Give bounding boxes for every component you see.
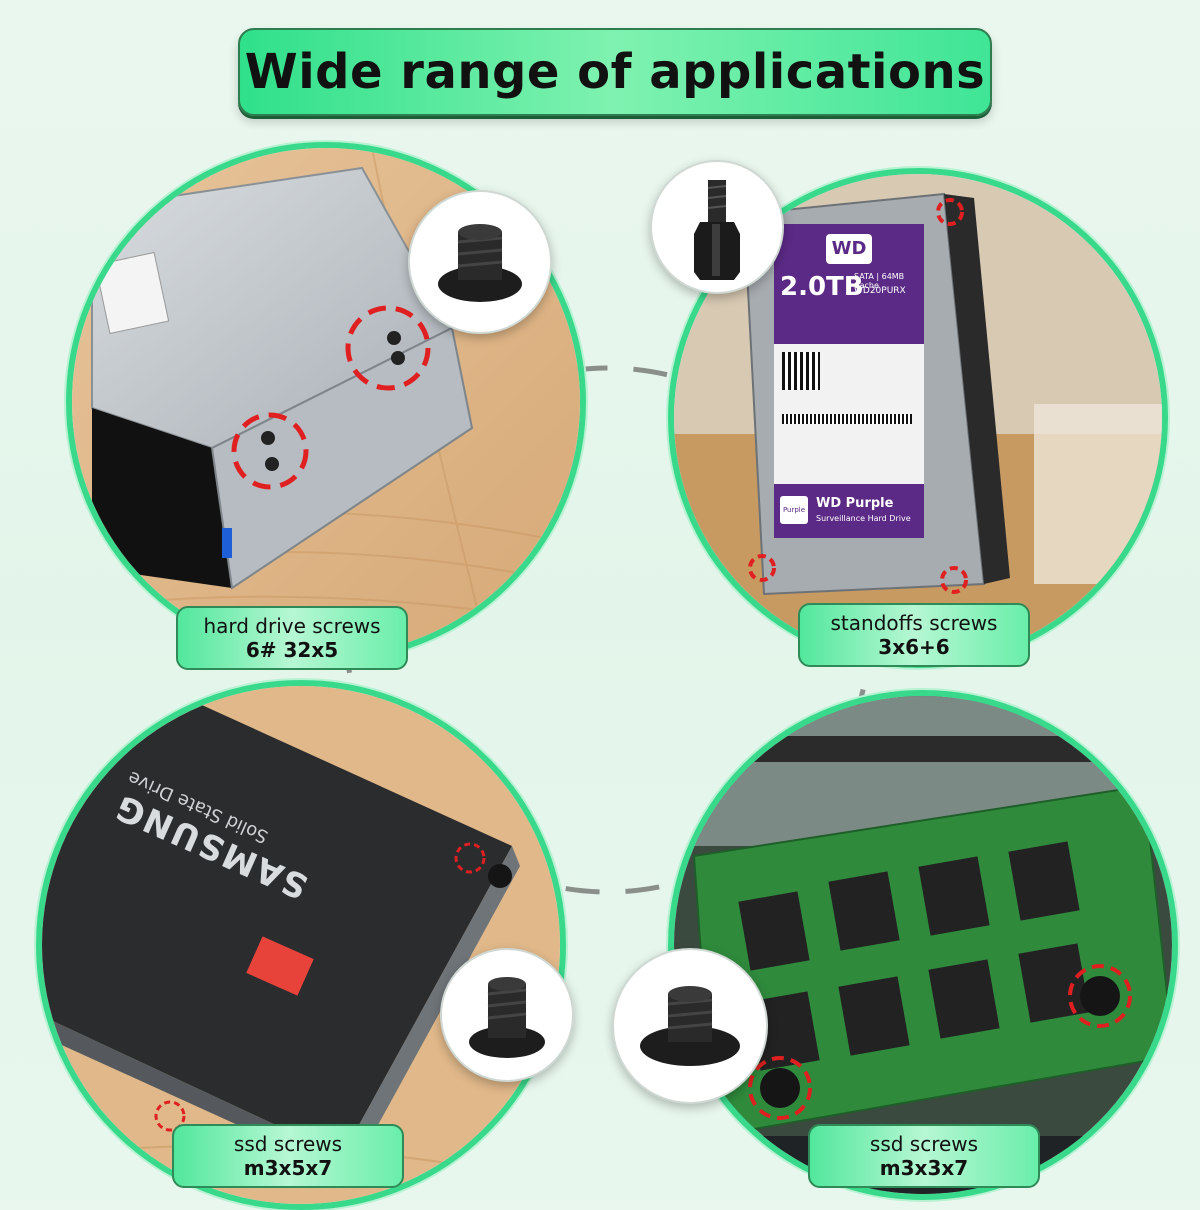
screw-inset-4: [612, 948, 768, 1104]
highlight-circle-icon: [748, 554, 776, 582]
screw-inset-3: [440, 948, 574, 1082]
hdd-product-sub: Surveillance Hard Drive: [816, 514, 911, 523]
hdd-product: WD Purple: [816, 496, 894, 511]
label-name: standoffs screws: [830, 611, 998, 635]
label-name: hard drive screws: [203, 614, 381, 638]
screw-icon: [640, 986, 740, 1066]
wd-product-band: Purple WD Purple Surveillance Hard Drive: [774, 484, 924, 538]
hdd-model: WD20PURX: [854, 286, 906, 296]
highlight-circle-icon: [345, 305, 431, 391]
screw-inset-1: [408, 190, 552, 334]
label-ssd-screws-m3x5x7: ssd screws m3x5x7: [172, 1124, 404, 1188]
ssd-red-label: [246, 936, 314, 996]
hdd-spec: SATA | 64MB Cache: [854, 272, 905, 290]
optical-drive-photo: [72, 148, 580, 656]
highlight-circle-icon: [154, 1100, 186, 1132]
ssd-photo: [42, 686, 560, 1204]
barcode: [782, 414, 912, 424]
panel-optical-drive: [66, 142, 586, 662]
label-standoffs-screws: standoffs screws 3x6+6: [798, 603, 1030, 667]
highlight-circle-icon: [936, 198, 964, 226]
label-size: 6# 32x5: [245, 638, 339, 662]
hdd-capacity: 2.0TB: [780, 272, 864, 302]
label-ssd-screws-m3x3x7: ssd screws m3x3x7: [808, 1124, 1040, 1188]
panel-hdd: WD 2.0TB SATA | 64MB Cache WD20PURX Purp…: [668, 168, 1168, 668]
hdd-barcode-area: [774, 344, 924, 484]
label-name: ssd screws: [233, 1132, 343, 1156]
panel-ssd: SAMSUNG Solid State Drive: [36, 680, 566, 1210]
screw-icon: [438, 224, 522, 302]
hdd-brand: WD: [826, 234, 872, 264]
purple-badge: Purple: [780, 496, 808, 524]
page-title: Wide range of applications: [244, 44, 986, 100]
label-size: 3x6+6: [878, 635, 950, 659]
label-size: m3x5x7: [243, 1156, 333, 1180]
label-hard-drive-screws: hard drive screws 6# 32x5: [176, 606, 408, 670]
label-size: m3x3x7: [879, 1156, 969, 1180]
wd-label-header: WD 2.0TB SATA | 64MB Cache WD20PURX: [774, 224, 924, 344]
highlight-circle-icon: [1068, 964, 1132, 1028]
title-banner: Wide range of applications: [238, 28, 992, 116]
highlight-circle-icon: [940, 566, 968, 594]
label-name: ssd screws: [869, 1132, 979, 1156]
standoff-icon: [694, 180, 740, 280]
highlight-circle-icon: [454, 842, 486, 874]
screw-icon: [469, 977, 545, 1058]
highlight-circle-icon: [748, 1056, 812, 1120]
qr-code: [782, 352, 820, 390]
standoff-inset: [650, 160, 784, 294]
highlight-circle-icon: [231, 412, 309, 490]
